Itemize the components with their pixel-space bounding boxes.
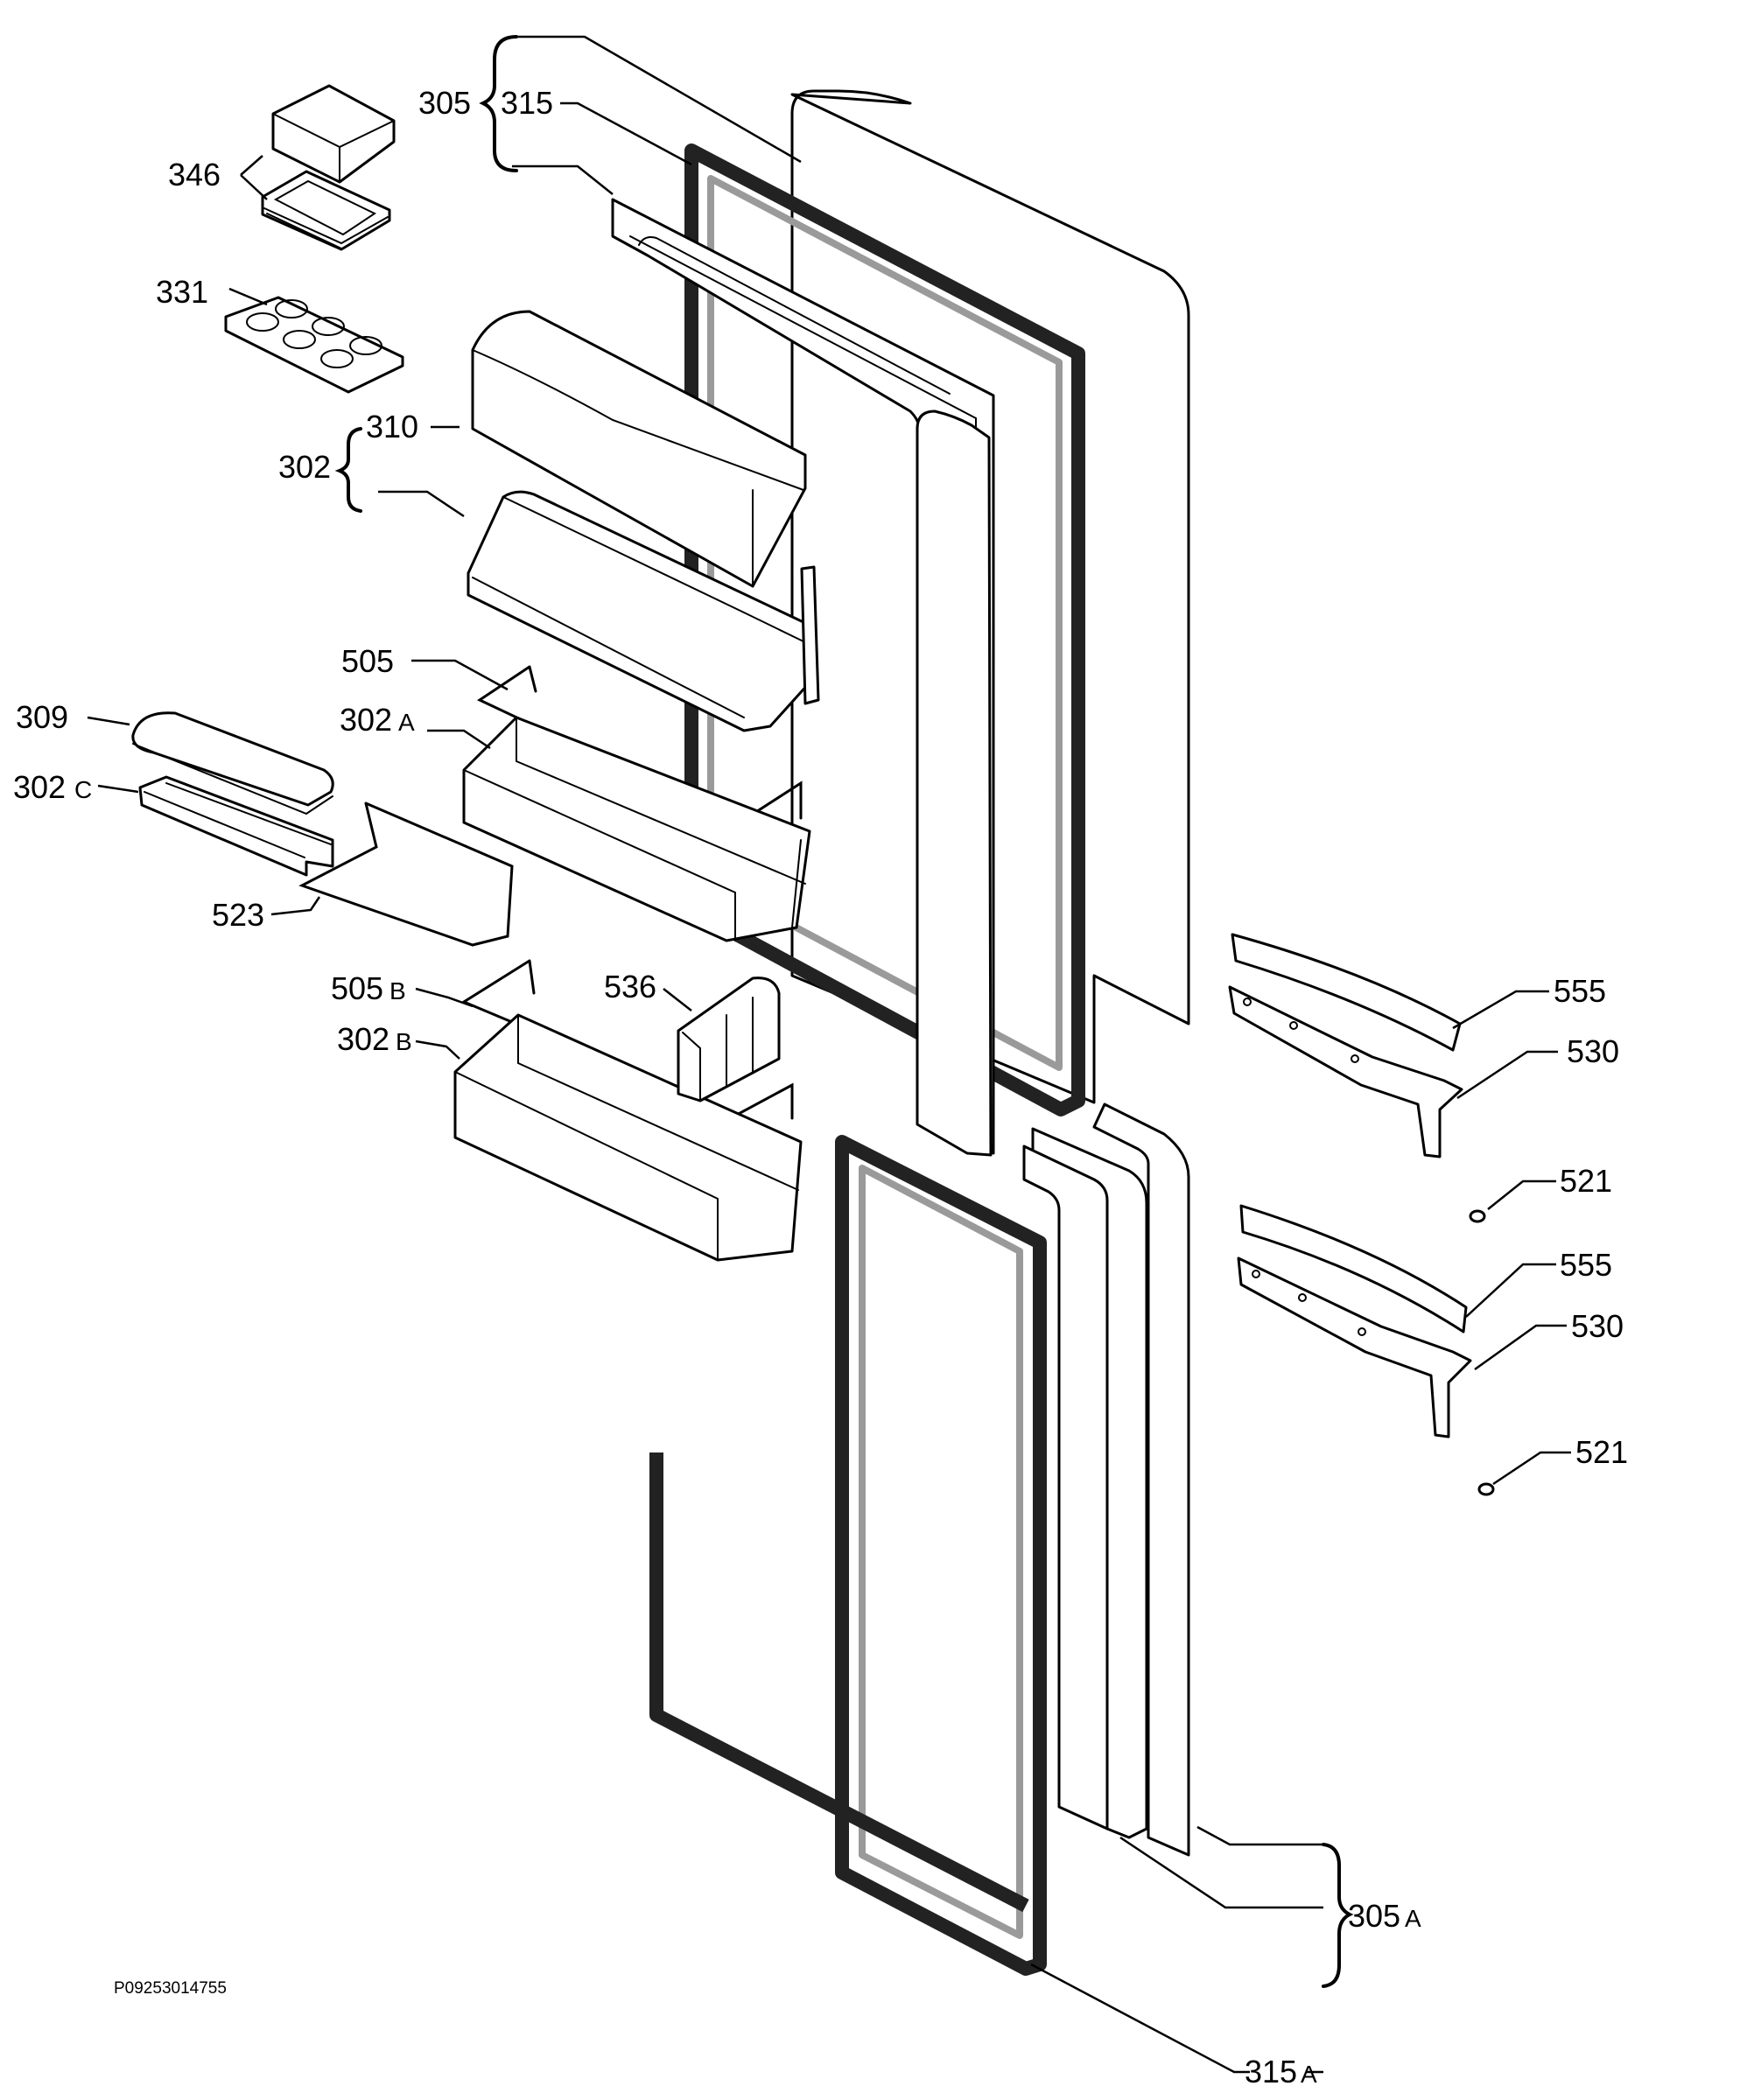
label-302: 302 <box>278 449 331 485</box>
lower-door-panel <box>1022 1102 1190 1857</box>
label-315: 315 <box>501 85 553 121</box>
part-523-wire-holder <box>298 802 514 947</box>
part-302A-door-shelf <box>462 716 811 942</box>
lower-door-gasket <box>649 1135 1047 1976</box>
part-302C-butter-box <box>138 775 334 877</box>
label-521-upper: 521 <box>1560 1163 1612 1199</box>
label-346: 346 <box>168 157 221 192</box>
label-530-upper: 530 <box>1567 1033 1619 1069</box>
part-521-washer-lower <box>1477 1482 1495 1496</box>
label-305: 305 <box>418 85 471 121</box>
part-331-egg-tray <box>224 296 404 394</box>
label-331: 331 <box>156 274 208 310</box>
label-536: 536 <box>604 969 656 1004</box>
part-labels: 305 315 346 331 310 302 505 302 A 309 30… <box>13 85 1628 2090</box>
label-302A: 302 <box>340 702 392 738</box>
part-309-butter-lid <box>131 711 334 816</box>
label-305A: 305 <box>1348 1898 1400 1934</box>
label-305A-suffix: A <box>1405 1905 1421 1932</box>
label-505: 505 <box>341 643 394 679</box>
label-530-lower: 530 <box>1571 1308 1624 1344</box>
part-530-hinge-upper <box>1228 985 1463 1158</box>
label-523: 523 <box>212 897 264 933</box>
label-505B: 505 <box>331 970 383 1006</box>
label-505B-suffix: B <box>389 977 406 1004</box>
drawing-code: P09253014755 <box>114 1979 227 1998</box>
label-315A: 315 <box>1245 2054 1297 2090</box>
label-521-lower: 521 <box>1575 1434 1628 1470</box>
part-302-dairy-compartment <box>467 310 820 732</box>
label-302B: 302 <box>337 1021 389 1057</box>
label-302C-suffix: C <box>74 776 92 803</box>
label-309: 309 <box>16 699 68 735</box>
leader-lines <box>87 35 1571 2074</box>
upper-door-liner <box>611 198 995 1157</box>
label-555-upper: 555 <box>1554 973 1606 1009</box>
label-302A-suffix: A <box>398 709 415 736</box>
label-302C: 302 <box>13 769 66 805</box>
part-521-washer-upper <box>1469 1209 1486 1223</box>
label-315A-suffix: A <box>1301 2061 1317 2088</box>
part-302B-door-shelf <box>453 1013 803 1262</box>
part-555-hinge-cover-upper <box>1231 933 1462 1052</box>
label-310: 310 <box>366 409 418 444</box>
part-530-hinge-lower <box>1237 1256 1472 1438</box>
part-536-bottle-holder <box>677 976 781 1102</box>
label-302B-suffix: B <box>396 1028 412 1055</box>
label-555-lower: 555 <box>1560 1247 1612 1283</box>
part-346-ice-box <box>261 84 396 251</box>
part-555-hinge-cover-lower <box>1239 1204 1468 1334</box>
